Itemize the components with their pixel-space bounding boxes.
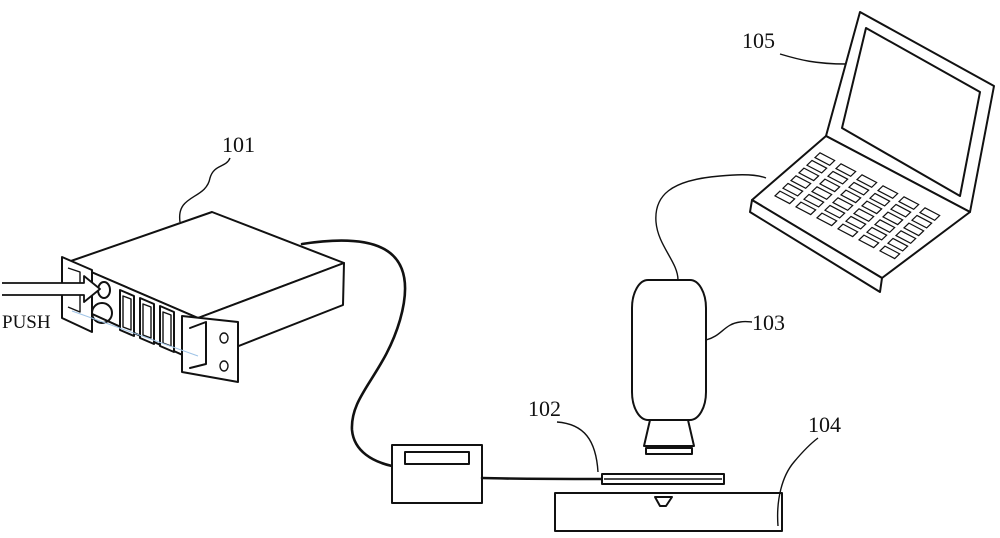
leader-102 [556,421,599,473]
keyboard-key [797,167,820,182]
leader-103 [705,320,753,341]
label-102: 102 [528,396,561,421]
keyboard-key [794,201,817,216]
keyboard-key [802,193,825,208]
keyboard-key [831,197,854,211]
cable-camera-to-laptop [655,173,767,281]
keyboard-key [773,190,796,205]
cable-source-to-box [300,239,407,468]
label-103: 103 [752,310,785,335]
keyboard-key [902,222,925,237]
junction-box [391,444,483,504]
label-105: 105 [742,28,775,53]
keyboard-key [868,192,891,207]
fiber-cable [480,476,604,481]
keyboard-key [810,186,833,200]
keyboard-key [839,189,862,204]
label-101: 101 [222,132,255,157]
keyboard-key [815,212,838,227]
keyboard-key [847,181,870,196]
keyboard-key [910,214,933,229]
keyboard-key [813,152,836,166]
keyboard-key [823,204,846,219]
keyboard-key [826,170,849,185]
fiber-sample-102 [601,473,725,485]
keyboard-key [836,223,859,238]
keyboard-key [789,175,812,189]
keyboard-key [897,196,920,210]
push-label: PUSH [2,312,51,333]
laptop-105 [749,11,995,293]
leader-101 [179,157,231,223]
keyboard-key [852,208,875,222]
source-unit-101 [61,211,345,383]
push-arrow-icon [2,275,101,303]
keyboard-key [860,200,883,215]
keyboard-key [889,203,912,218]
keyboard-key [844,215,867,230]
keyboard-key [857,234,880,249]
label-104: 104 [808,412,841,437]
keyboard-key [918,207,941,221]
keyboard-key [781,182,804,197]
keyboard-key [834,163,857,177]
leader-105 [779,53,847,65]
keyboard-key [873,219,896,233]
keyboard-key [865,226,888,241]
keyboard-key [876,185,899,199]
keyboard-key [878,245,901,260]
keyboard-key [886,237,909,252]
keyboard-key [855,174,878,188]
keyboard-key [818,178,841,193]
leader-104 [776,437,819,527]
keyboard-key [805,159,828,174]
stage-104 [554,492,783,532]
keyboard-key [894,230,917,244]
camera-103 [631,279,707,455]
keyboard [773,152,941,260]
keyboard-key [881,211,904,226]
